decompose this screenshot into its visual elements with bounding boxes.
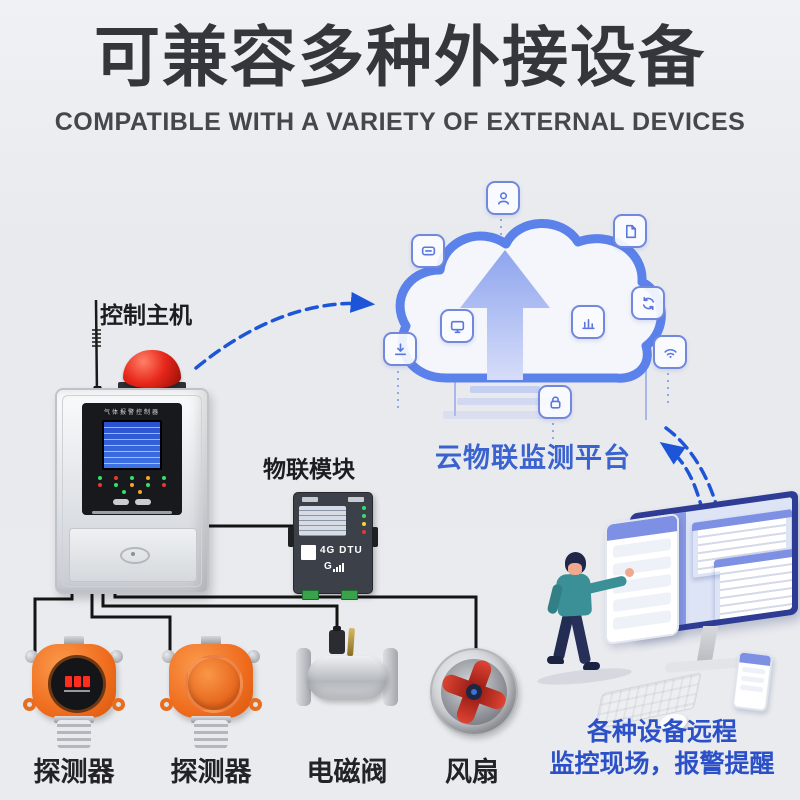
bar-chart-icon	[571, 305, 605, 339]
dtu-signal-logo: G	[324, 561, 344, 572]
host-panel-title: 气体报警控制器	[103, 410, 160, 416]
valve-flange	[296, 648, 311, 706]
detector-mount-lug	[23, 698, 36, 711]
page-subtitle: COMPATIBLE WITH A VARIETY OF EXTERNAL DE…	[54, 108, 746, 136]
gas-detector-1	[23, 636, 125, 752]
dtu-terminal-block	[302, 590, 319, 600]
user-icon	[486, 181, 520, 215]
valve-coil	[329, 626, 345, 654]
lock-icon	[538, 385, 572, 419]
monitor-icon	[440, 309, 474, 343]
wifi-icon	[653, 335, 687, 369]
detector-1-label: 探测器	[33, 757, 115, 787]
valve-body	[307, 656, 387, 700]
sync-icon	[631, 286, 665, 320]
valve-flange	[383, 648, 398, 706]
host-buttons	[82, 499, 182, 505]
sensor-cylinder	[194, 720, 228, 750]
iot-module-label: 物联模块	[263, 456, 355, 482]
alarm-beacon	[123, 350, 181, 388]
detector-display	[48, 655, 106, 713]
host-inner-frame	[62, 395, 202, 587]
detector-face	[185, 655, 243, 713]
remote-caption-line1: 各种设备远程	[586, 718, 737, 746]
detector-mount-lug	[249, 698, 262, 711]
detector-top-nut	[201, 636, 221, 646]
dtu-device: 4G DTU G	[288, 492, 378, 600]
dtu-logo-letter: G	[324, 561, 332, 572]
dtu-mount-ear	[372, 527, 378, 547]
download-icon	[383, 332, 417, 366]
host-lower-door	[69, 528, 197, 582]
fan-label: 风扇	[445, 757, 499, 787]
cloud-platform-label: 云物联监测平台	[435, 443, 631, 473]
tablet-header	[607, 515, 677, 541]
host-to-cloud-arrow	[194, 291, 376, 370]
detector-display-legend	[64, 690, 90, 692]
sensor-cylinder	[57, 720, 91, 750]
dtu-mount-ear	[288, 527, 294, 547]
detector-mount-lug	[160, 698, 173, 711]
control-host-device: 气体报警控制器	[55, 388, 209, 594]
detector-mount-lug	[112, 698, 125, 711]
valve-brass-tube	[347, 627, 355, 657]
detector-led-digits	[64, 676, 90, 687]
dtu-model-text: 4G DTU	[320, 545, 363, 556]
solenoid-valve-device	[296, 626, 398, 722]
dtu-port	[302, 497, 318, 502]
remote-monitoring-illustration	[536, 490, 798, 734]
person-figure	[536, 552, 635, 692]
dtu-led-indicators	[362, 506, 366, 534]
document-icon	[613, 214, 647, 248]
control-host-label: 控制主机	[100, 302, 192, 328]
page-title: 可兼容多种外接设备	[94, 20, 706, 94]
axial-fan-device	[430, 648, 518, 736]
dtu-qr-code	[301, 545, 316, 560]
host-lock-emblem	[120, 547, 150, 564]
sensor-collar	[54, 716, 94, 723]
chat-icon	[411, 234, 445, 268]
host-led-indicators	[97, 476, 167, 494]
smartphone	[731, 650, 774, 712]
dtu-terminal-block	[341, 590, 358, 600]
remote-caption-line2: 监控现场，报警提醒	[549, 750, 775, 778]
fan-hub	[466, 684, 482, 700]
valve-label: 电磁阀	[306, 757, 388, 787]
host-control-panel: 气体报警控制器	[82, 403, 182, 515]
dtu-port	[348, 497, 364, 502]
gas-detector-2	[160, 636, 262, 752]
dashboard-card	[714, 547, 792, 624]
sensor-collar	[191, 716, 231, 723]
detector-2-label: 探测器	[170, 757, 252, 787]
monitor-stand-base	[664, 657, 748, 673]
detector-top-nut	[64, 636, 84, 646]
monitor-stand	[696, 626, 719, 662]
host-lcd-screen	[102, 420, 162, 470]
host-company-text-bar	[92, 511, 172, 514]
dtu-spec-table	[299, 506, 346, 536]
